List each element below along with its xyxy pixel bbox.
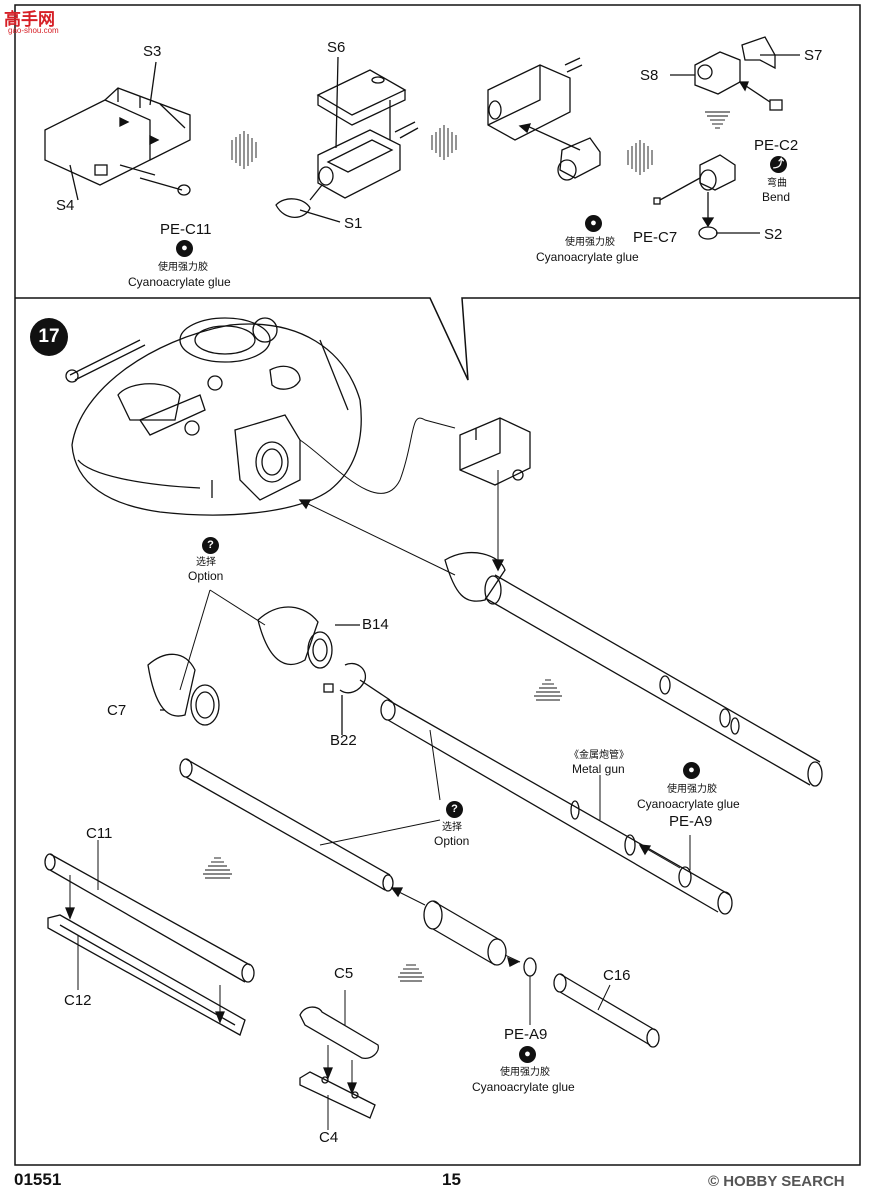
label-s8: S8 xyxy=(640,67,659,84)
label-c4: C4 xyxy=(319,1129,339,1146)
glue-note-en-3: Cyanoacrylate glue xyxy=(637,797,740,811)
step-number-badge: 17 xyxy=(30,318,68,356)
glue-note-cn-2: 使用强力胶 xyxy=(565,237,615,248)
glue-note-en-2: Cyanoacrylate glue xyxy=(536,250,639,264)
label-pe-a9-lower: PE-A9 xyxy=(504,1026,548,1043)
metal-gun-note-en: Metal gun xyxy=(572,762,625,776)
label-s2: S2 xyxy=(764,226,783,243)
progress-arrow-5 xyxy=(534,679,562,701)
glue-drop-icon: ● xyxy=(683,762,700,779)
progress-arrow-4 xyxy=(705,111,730,129)
watermark-site: gao-shou.com xyxy=(8,26,59,35)
inner-barrel xyxy=(179,758,394,892)
progress-arrow-1 xyxy=(231,131,257,169)
label-c16: C16 xyxy=(603,967,631,984)
label-s6: S6 xyxy=(327,39,346,56)
glue-drop-icon: ● xyxy=(519,1046,536,1063)
mantlet-b14 xyxy=(257,606,367,694)
part-c5 xyxy=(299,1006,379,1059)
part-c11 xyxy=(44,853,255,983)
watermark-hobby-search: © HOBBY SEARCH xyxy=(708,1173,845,1190)
progress-arrow-6 xyxy=(203,857,232,879)
label-pe-c11: PE-C11 xyxy=(160,221,212,238)
page-frame xyxy=(14,4,861,1166)
main-gun-barrel xyxy=(444,551,823,787)
part-c4 xyxy=(299,1071,376,1119)
bracket-s3-s4 xyxy=(44,87,191,186)
label-b14: B14 xyxy=(362,616,389,633)
glue-drop-icon: ● xyxy=(176,240,193,257)
option-note-en-1: Option xyxy=(188,569,224,583)
option-note-en-2: Option xyxy=(434,834,470,848)
watermark-brand: 高手网 xyxy=(4,10,55,29)
label-s4: S4 xyxy=(56,197,75,214)
label-c11: C11 xyxy=(86,825,113,842)
bend-note-cn: 弯曲 xyxy=(767,178,787,189)
box-assembly-3 xyxy=(487,57,601,181)
glue-note-en-1: Cyanoacrylate glue xyxy=(128,275,231,289)
catalog-number: 01551 xyxy=(14,1170,62,1189)
question-icon: ? xyxy=(202,537,219,554)
ring-pe-a9 xyxy=(523,957,537,977)
label-pe-c2: PE-C2 xyxy=(754,137,799,154)
glue-drop-icon: ● xyxy=(585,215,602,232)
mantlet-c7 xyxy=(147,653,220,726)
label-s7: S7 xyxy=(804,47,823,64)
cable-line xyxy=(299,417,456,494)
label-pe-a9-upper: PE-A9 xyxy=(669,813,713,830)
question-icon: ? xyxy=(446,801,463,818)
sleeve-part xyxy=(423,900,507,966)
part-c16 xyxy=(553,973,660,1048)
glue-note-cn-3: 使用强力胶 xyxy=(667,784,717,795)
bend-note-en: Bend xyxy=(762,190,791,204)
progress-arrow-2 xyxy=(431,125,457,160)
progress-arrow-7 xyxy=(398,964,424,982)
progress-arrow-3 xyxy=(627,140,653,175)
glue-note-cn-4: 使用强力胶 xyxy=(500,1067,550,1078)
box-s6-s1 xyxy=(275,69,419,219)
label-c7: C7 xyxy=(107,702,127,719)
callout-border xyxy=(15,297,860,381)
metal-gun-note-cn: 《金属炮管》 xyxy=(569,750,629,761)
glue-note-cn-1: 使用强力胶 xyxy=(158,262,208,273)
page-number: 15 xyxy=(442,1170,461,1189)
label-pe-c7: PE-C7 xyxy=(633,229,678,246)
label-c12: C12 xyxy=(64,992,92,1009)
label-s3: S3 xyxy=(143,43,162,60)
sight-box-installed xyxy=(459,417,531,486)
option-note-cn-1: 选择 xyxy=(196,557,216,568)
part-c12 xyxy=(47,914,246,1036)
option-note-cn-2: 选择 xyxy=(442,822,462,833)
label-b22: B22 xyxy=(330,732,357,749)
bend-icon: ⤴ xyxy=(770,156,787,173)
glue-note-en-4: Cyanoacrylate glue xyxy=(472,1080,575,1094)
label-s1: S1 xyxy=(344,215,363,232)
label-c5: C5 xyxy=(334,965,354,982)
metal-gun-assembly xyxy=(380,699,733,915)
turret xyxy=(65,317,362,516)
